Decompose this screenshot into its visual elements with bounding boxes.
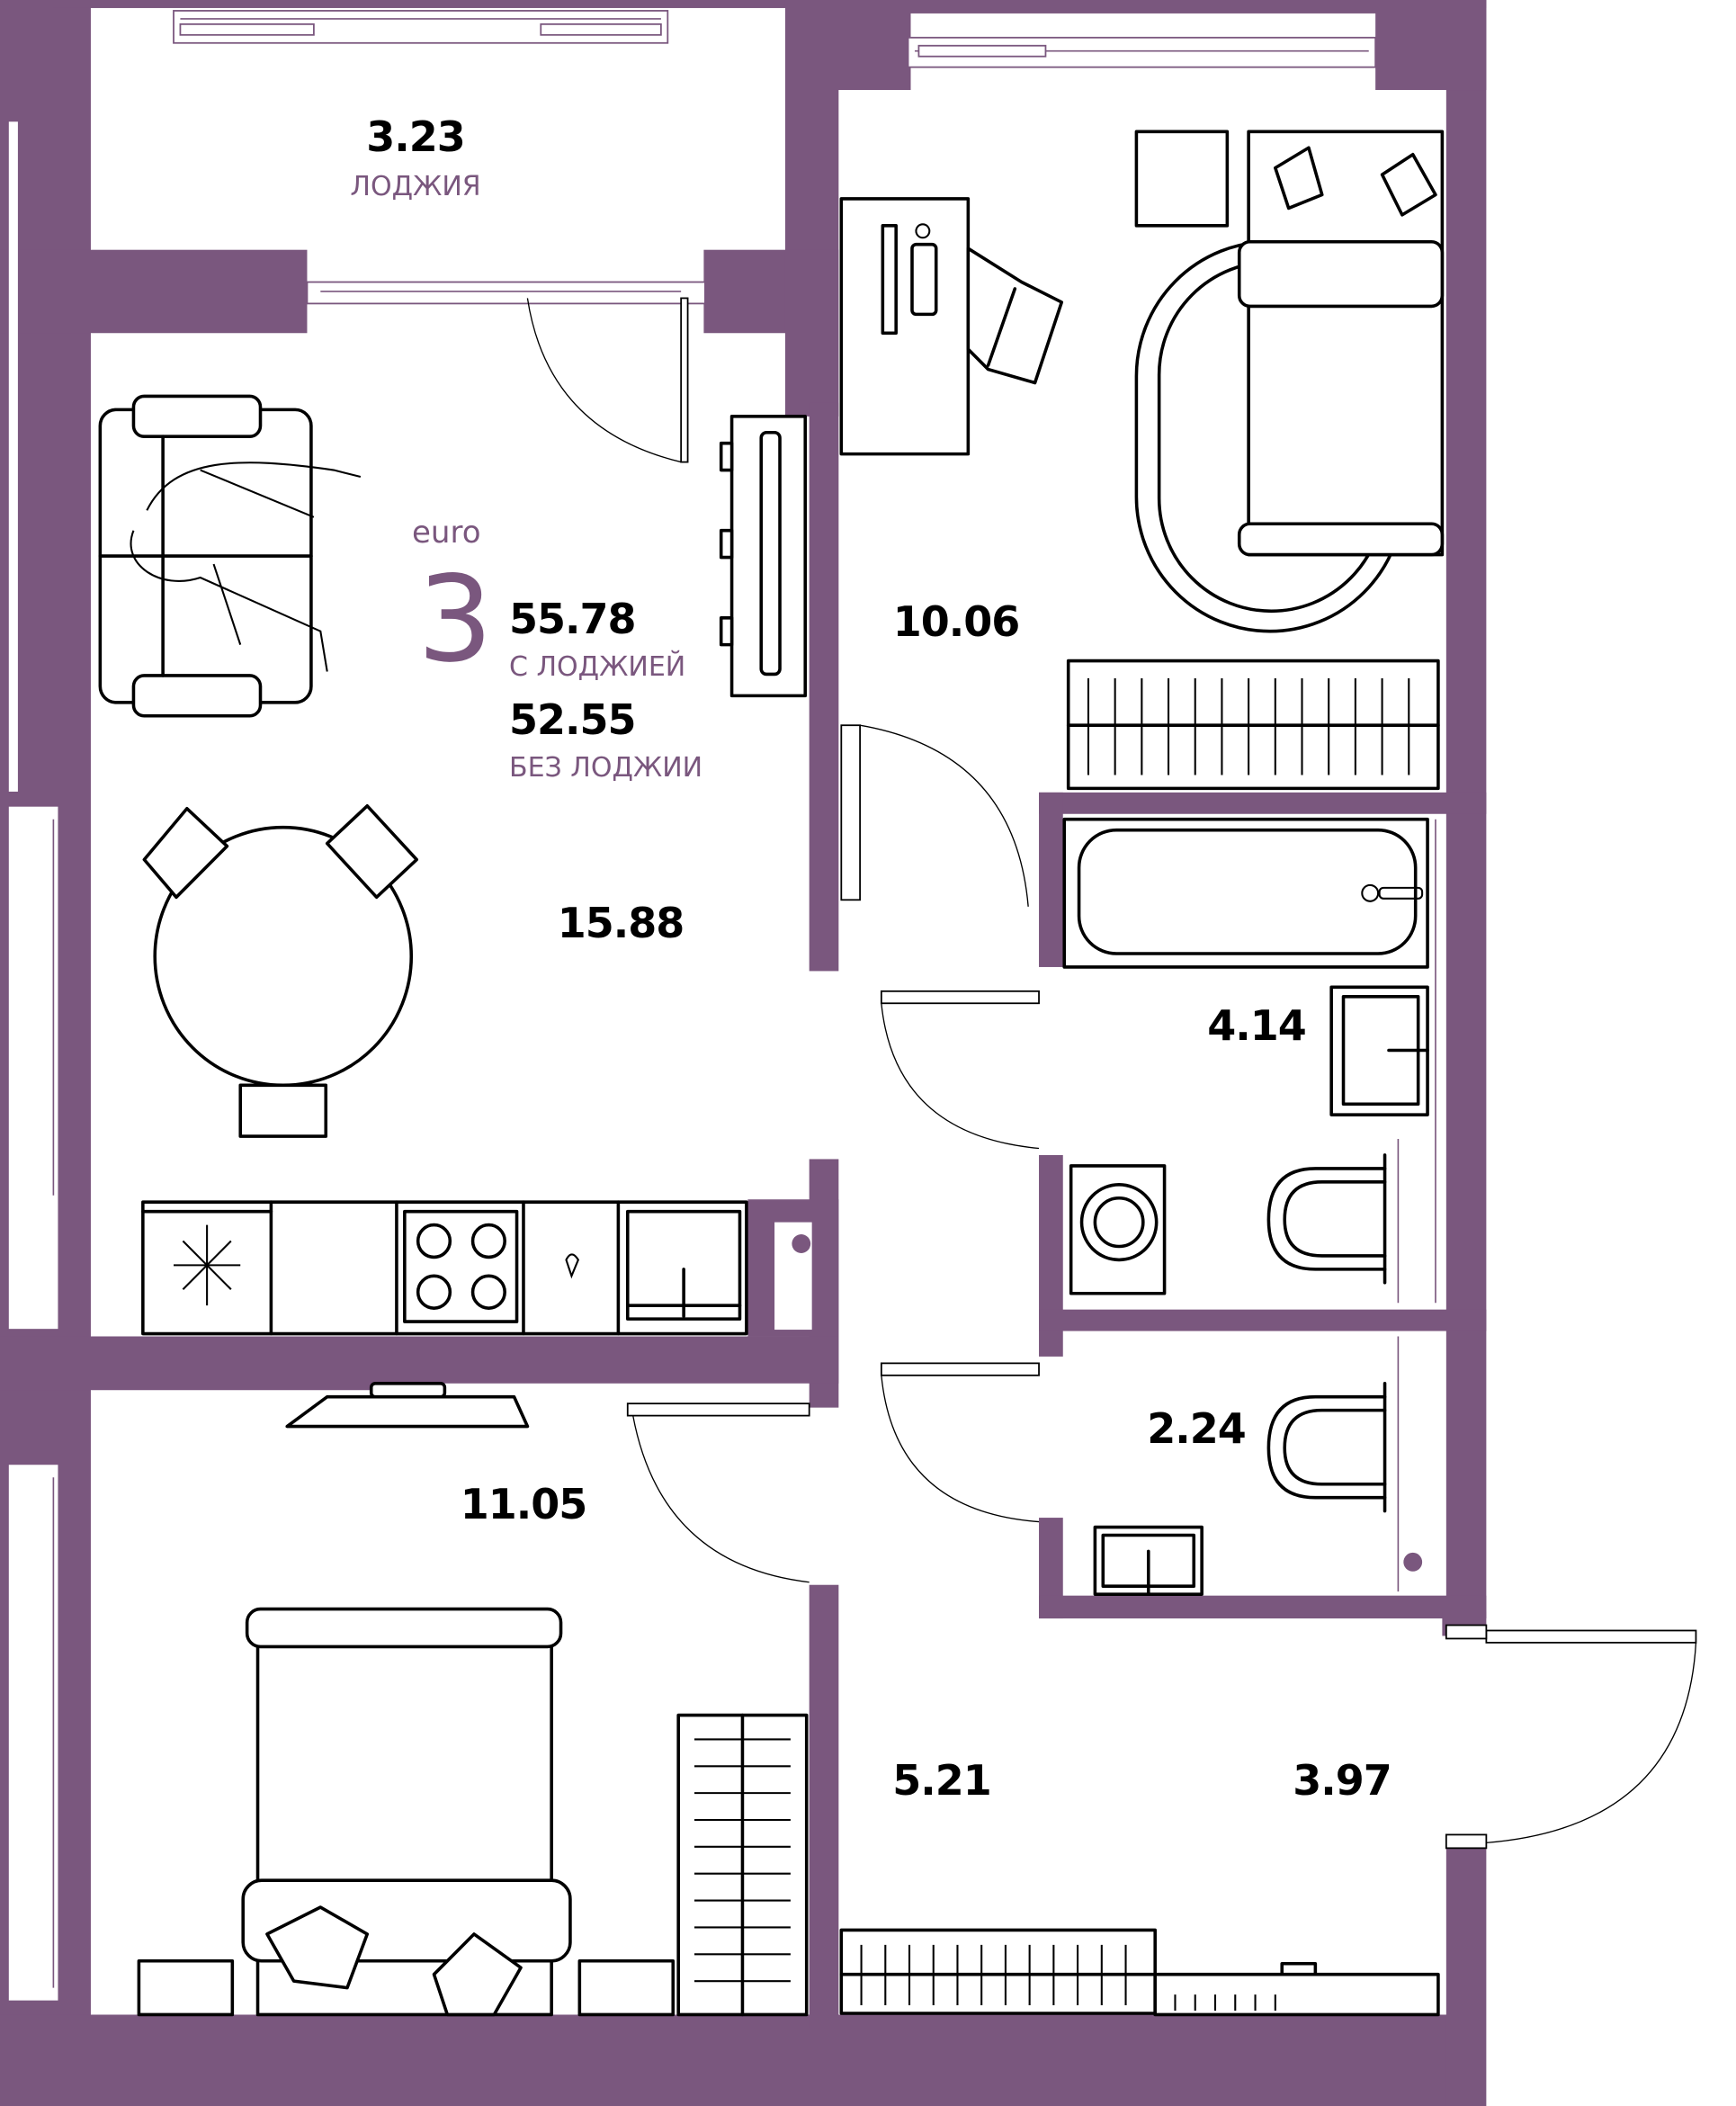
wardrobe-icon-2	[676, 1713, 809, 2017]
room-area-hall: 3.97	[1293, 1756, 1391, 1805]
area-with-loggia: 55.78	[509, 595, 637, 643]
shoe-rack-icon	[1153, 1961, 1440, 2017]
office-chair-icon	[966, 246, 1064, 385]
area-without-loggia: 52.55	[509, 695, 637, 744]
area-without-loggia-caption: БЕЗ ЛОДЖИИ	[509, 752, 703, 784]
sink-icon	[1329, 985, 1429, 1116]
room-area-living-kitchen: 15.88	[557, 899, 685, 947]
room-area-wc: 2.24	[1147, 1404, 1246, 1453]
doors	[526, 297, 1697, 1850]
bathtub-icon	[1062, 817, 1429, 969]
walls	[0, 0, 1487, 2106]
dining-table-icon	[142, 803, 418, 1138]
room-area-corridor: 5.21	[892, 1756, 991, 1805]
riser-icon-2	[1403, 1552, 1423, 1572]
nightstand-icon-3	[577, 1958, 676, 2017]
snowflake-icon	[174, 1224, 241, 1306]
windows	[7, 10, 1377, 2003]
nightstand-icon-2	[137, 1958, 235, 2017]
wardrobe-icon	[1066, 659, 1440, 791]
desk-icon	[839, 197, 971, 456]
toilet-icon	[1266, 1153, 1387, 1285]
rooms-count: 3	[417, 551, 493, 689]
nightstand-icon	[1134, 130, 1230, 228]
hall-wardrobe-icon	[839, 1928, 1157, 2015]
room-caption-loggia: ЛОДЖИЯ	[350, 171, 481, 202]
kitchen-counter-icon	[141, 1200, 748, 1336]
tv-stand-icon	[719, 415, 808, 698]
format-label: euro	[412, 515, 481, 551]
toilet-icon-2	[1266, 1381, 1387, 1513]
room-area-bedroom-2: 11.05	[460, 1480, 588, 1528]
bed-icon	[1237, 130, 1445, 557]
bed-icon-2	[241, 1607, 572, 2017]
sink-icon-2	[1093, 1525, 1204, 1596]
sofa-icon	[98, 394, 362, 718]
tv-icon	[285, 1381, 530, 1429]
room-area-bathroom: 4.14	[1207, 1001, 1306, 1050]
room-area-bedroom-1: 10.06	[892, 597, 1021, 646]
area-with-loggia-caption: С ЛОДЖИЕЙ	[509, 651, 686, 683]
room-area-loggia: 3.23	[366, 112, 465, 161]
washing-machine-icon	[1069, 1164, 1167, 1295]
